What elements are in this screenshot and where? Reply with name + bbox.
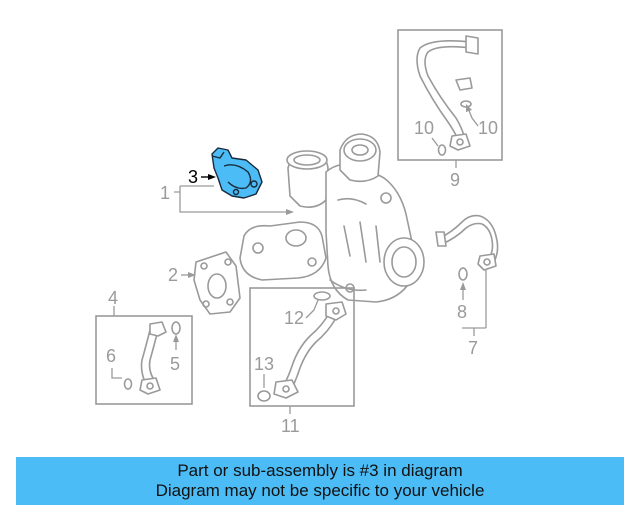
gasket-2-illustration [193, 251, 241, 315]
callout-3[interactable]: 3 [188, 167, 216, 187]
callout-4[interactable]: 4 [108, 288, 118, 308]
callout-12[interactable]: 12 [284, 299, 319, 328]
callout-6[interactable]: 6 [106, 346, 133, 390]
callout-7[interactable]: 7 [462, 270, 487, 358]
box-11 [249, 287, 355, 414]
banner-line-1: Part or sub-assembly is #3 in diagram [177, 461, 463, 480]
pipe-4-illustration [139, 321, 167, 395]
pipe-7-illustration [435, 214, 499, 271]
svg-text:9: 9 [450, 170, 460, 190]
callout-13[interactable]: 13 [254, 354, 274, 402]
svg-text:5: 5 [170, 354, 180, 374]
info-banner: Part or sub-assembly is #3 in diagram Di… [16, 457, 624, 505]
svg-text:4: 4 [108, 288, 118, 308]
part-3-highlighted[interactable] [211, 147, 263, 199]
callout-9[interactable]: 9 [450, 170, 460, 190]
callout-10-left[interactable]: 10 [414, 118, 439, 147]
box-9 [397, 29, 503, 168]
banner-line-2: Diagram may not be specific to your vehi… [155, 481, 485, 500]
callout-5[interactable]: 5 [170, 321, 181, 374]
svg-text:6: 6 [106, 346, 116, 366]
svg-text:7: 7 [468, 338, 478, 358]
callout-1[interactable]: 1 [160, 183, 294, 215]
pipe-11-illustration [273, 291, 347, 399]
callout-10-right[interactable]: 10 [466, 104, 498, 138]
turbocharger-illustration [239, 133, 425, 303]
svg-text:2: 2 [168, 265, 178, 285]
svg-text:13: 13 [254, 354, 274, 374]
callout-11[interactable]: 11 [281, 416, 300, 436]
svg-text:12: 12 [284, 308, 304, 328]
callout-8[interactable]: 8 [457, 267, 468, 322]
svg-text:8: 8 [457, 302, 467, 322]
svg-text:10: 10 [414, 118, 434, 138]
svg-text:11: 11 [281, 416, 300, 436]
pipe-9-illustration [416, 35, 479, 156]
box-4 [95, 306, 193, 405]
callout-2[interactable]: 2 [168, 265, 196, 285]
svg-text:1: 1 [160, 183, 170, 203]
svg-text:3: 3 [188, 167, 198, 187]
svg-text:10: 10 [478, 118, 498, 138]
